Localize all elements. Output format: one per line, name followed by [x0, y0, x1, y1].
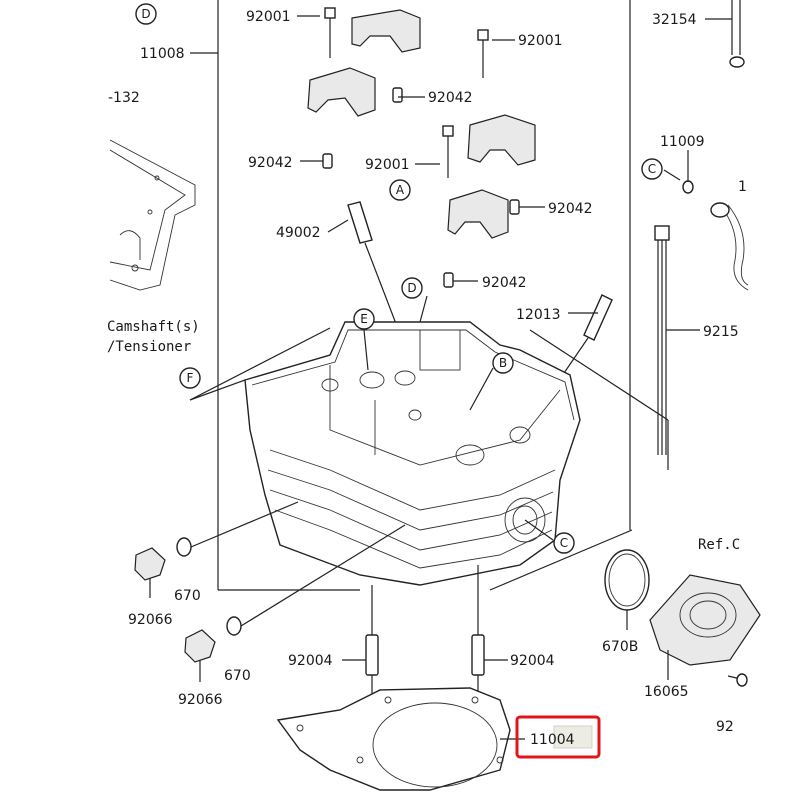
callout-f: F	[179, 367, 201, 389]
callout-e: E	[353, 308, 375, 330]
label-16065: 16065	[644, 684, 689, 700]
highlight-fill	[553, 725, 593, 749]
label-92001-mid: 92001	[365, 157, 410, 173]
callout-d-mid: D	[401, 277, 423, 299]
label-670b: 670B	[602, 639, 638, 655]
svg-text:A: A	[396, 183, 405, 197]
svg-text:C: C	[648, 162, 656, 176]
highlighted-part-11004: 11004	[515, 715, 601, 759]
note-tensioner: /Tensioner	[107, 339, 191, 355]
label-11008: 11008	[140, 46, 185, 62]
svg-text:E: E	[360, 312, 368, 326]
note-ref: Ref.C	[698, 537, 740, 553]
part-number-labels: 92001 11008 -132 92001 92042 92042 92001…	[108, 9, 747, 735]
leader-lines	[190, 15, 732, 740]
label-11004: 11004	[530, 732, 575, 748]
label-132: -132	[108, 90, 140, 106]
label-49002: 49002	[276, 225, 321, 241]
cylinder-head-drawing	[244, 321, 581, 586]
label-92066-b: 92066	[178, 692, 223, 708]
intake-holder-parts	[604, 180, 761, 687]
label-670-b: 670	[224, 668, 251, 684]
callout-c-head: C	[553, 532, 575, 554]
svg-text:F: F	[187, 371, 194, 385]
text-notes: Camshaft(s) /Tensioner Ref.C	[107, 319, 740, 553]
label-92004-left: 92004	[288, 653, 333, 669]
label-92042-d: 92042	[482, 275, 527, 291]
callout-d-top: D	[135, 3, 157, 25]
svg-text:D: D	[407, 281, 416, 295]
label-92042-c: 92042	[548, 201, 593, 217]
bolts-and-pins	[322, 0, 745, 455]
note-camshaft: Camshaft(s)	[107, 319, 200, 335]
label-92042-a: 92042	[428, 90, 473, 106]
camshaft-caps	[307, 9, 536, 239]
label-1-edge: 1	[738, 179, 747, 195]
highlight-box	[515, 715, 601, 759]
callout-c-right: C	[641, 158, 663, 180]
head-gasket	[276, 687, 511, 791]
label-92001-top: 92001	[246, 9, 291, 25]
label-92001-right: 92001	[518, 33, 563, 49]
label-12013: 12013	[516, 307, 561, 323]
label-92004-right: 92004	[510, 653, 555, 669]
label-92042-b: 92042	[248, 155, 293, 171]
label-11009: 11009	[660, 134, 705, 150]
svg-text:C: C	[560, 536, 568, 550]
label-32154: 32154	[652, 12, 697, 28]
label-92-edge: 92	[716, 719, 734, 735]
callout-b: B	[492, 352, 514, 374]
label-92066-a: 92066	[128, 612, 173, 628]
label-670-a: 670	[174, 588, 201, 604]
svg-text:B: B	[499, 356, 507, 370]
callout-a: A	[389, 179, 411, 201]
reference-callouts: D A D E B F C C	[135, 3, 663, 554]
svg-text:D: D	[141, 7, 150, 21]
o-rings-and-plugs	[134, 501, 406, 682]
studs	[365, 565, 485, 700]
assembly-boundary-lines	[189, 0, 669, 591]
label-9215: 9215	[703, 324, 739, 340]
tensioner-box-drawing	[109, 139, 196, 291]
